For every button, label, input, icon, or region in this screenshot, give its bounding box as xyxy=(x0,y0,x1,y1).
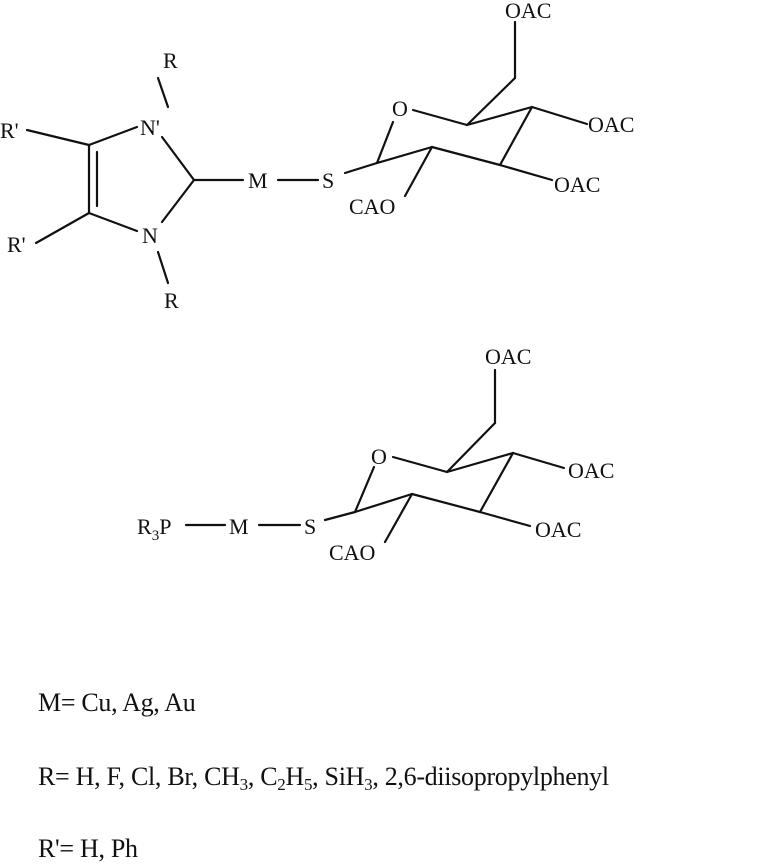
label-r-prime-top: R' xyxy=(0,118,19,143)
legend-r-prime-substituents: R'= H, Ph xyxy=(38,834,138,863)
bond-c5-n xyxy=(87,211,139,233)
label-r3p: R3P xyxy=(137,514,171,544)
bond-n-r-bottom xyxy=(156,250,170,285)
bond-n-r-top xyxy=(156,76,170,109)
bond-c5-c4 xyxy=(445,451,515,474)
label-r-top: R xyxy=(163,48,178,73)
bond-o-c5 xyxy=(391,455,449,474)
bond-c2-cao xyxy=(403,145,434,198)
label-s: S xyxy=(322,168,334,193)
bond-c4-oac xyxy=(530,105,589,126)
bond-c5-r-prime xyxy=(34,211,91,245)
bond-c3-oac xyxy=(478,510,532,528)
bond-c5-c4 xyxy=(465,105,534,127)
bond-n-c4 xyxy=(87,125,139,147)
label-oac-lower: OAC xyxy=(554,172,600,197)
label-ring-o: O xyxy=(371,444,387,469)
bond-c3-oac xyxy=(498,163,554,182)
label-m: M xyxy=(229,514,249,539)
bond-c4-oac xyxy=(511,451,566,470)
structure-phosphine-complex: R3P M S O OAC OAC OAC CAO xyxy=(137,344,614,565)
label-s: S xyxy=(304,514,316,539)
label-oac-top: OAC xyxy=(485,344,531,369)
legend-r-substituents: R= H, F, Cl, Br, CH3, C2H5, SiH3, 2,6-di… xyxy=(38,762,609,794)
label-oac-lower: OAC xyxy=(535,517,581,542)
label-oac-right: OAC xyxy=(588,112,634,137)
label-r-bottom: R xyxy=(164,288,179,313)
label-cao: CAO xyxy=(329,540,375,565)
label-m: M xyxy=(248,168,268,193)
bond-c2-n xyxy=(160,178,196,224)
bond-s-c1 xyxy=(343,161,379,175)
label-ring-o: O xyxy=(392,96,408,121)
bond-c1-o xyxy=(353,465,376,514)
bond-c5-ch2 xyxy=(445,421,497,474)
bond-c4-r-prime xyxy=(25,128,91,147)
label-cao: CAO xyxy=(349,194,395,219)
structure-nhc-complex: R N' R' R' N R M S O OAC OAC OAC CAO xyxy=(0,0,634,313)
bond-c1-o xyxy=(375,120,395,165)
bond-c3-c2 xyxy=(410,492,482,514)
label-n-prime: N' xyxy=(140,115,160,140)
label-r-prime-bottom: R' xyxy=(7,232,26,257)
bond-o-c5 xyxy=(411,108,469,127)
bond-c2-c1 xyxy=(353,492,414,514)
bond-s-c1 xyxy=(323,510,357,522)
bond-c2-c1 xyxy=(375,145,434,165)
bond-c4-c3 xyxy=(498,105,534,167)
label-oac-top: OAC xyxy=(505,0,551,23)
bond-c2-cao xyxy=(383,492,414,544)
bond-c5-ch2 xyxy=(465,76,517,127)
bond-c3-c2 xyxy=(430,145,502,167)
label-n: N xyxy=(142,223,158,248)
bond-c4-c3 xyxy=(478,451,515,514)
legend-metal: M= Cu, Ag, Au xyxy=(38,688,196,717)
bond-n-c2 xyxy=(160,135,196,182)
label-oac-right: OAC xyxy=(568,458,614,483)
